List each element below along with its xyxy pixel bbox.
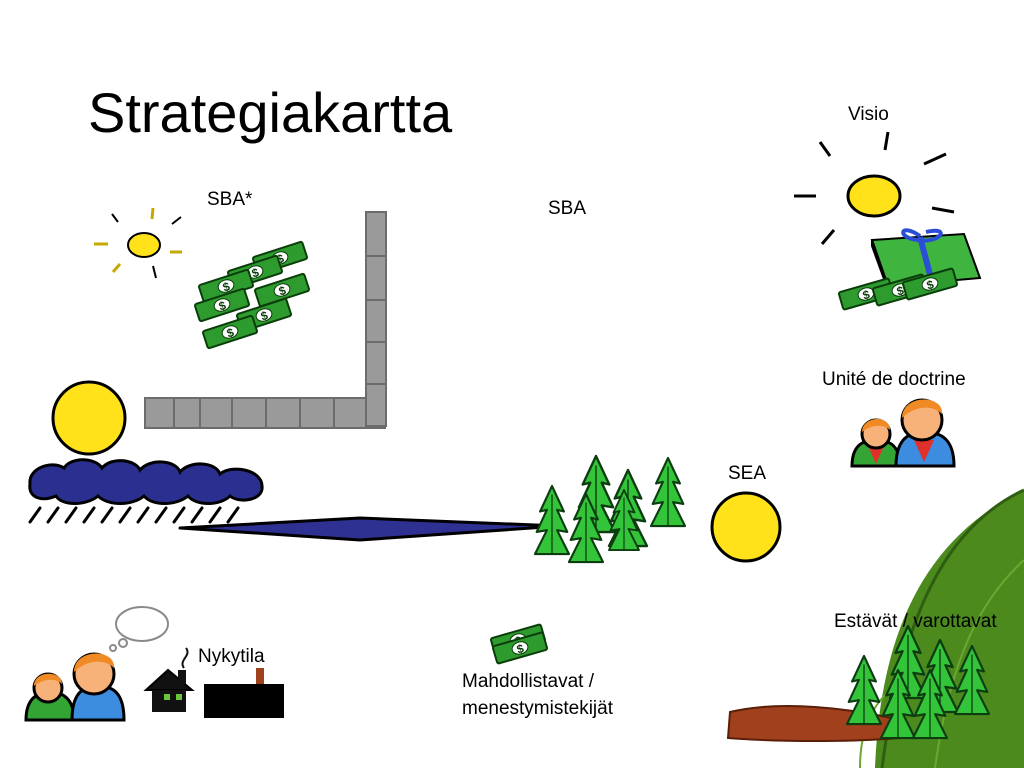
label-sea: SEA <box>728 463 767 484</box>
label-unite-de-doctrine: Unité de doctrine <box>822 369 966 390</box>
factory-icon <box>204 668 284 718</box>
money-icon <box>193 240 311 350</box>
sun-icon <box>94 207 182 279</box>
label-sba: SBA <box>548 198 587 219</box>
sun-icon <box>710 491 782 563</box>
river-icon <box>178 516 562 542</box>
label-sba-star: SBA* <box>207 189 253 210</box>
people-icon <box>850 398 956 468</box>
label-visio: Visio <box>848 104 889 125</box>
label-mahdollistavat-line2: menestymistekijät <box>462 698 613 719</box>
sun-icon <box>794 131 955 245</box>
ground-hatch <box>28 506 240 524</box>
label-nykytila: Nykytila <box>198 646 265 667</box>
label-mahdollistavat-line1: Mahdollistavat / <box>462 671 595 692</box>
thought-bubble-icon <box>109 606 169 652</box>
slide-title: Strategiakartta <box>88 81 453 144</box>
house-icon <box>143 647 195 712</box>
tree-icon <box>533 454 687 564</box>
wall-icon <box>144 211 387 429</box>
people-icon <box>24 652 126 722</box>
gift-icon <box>837 228 982 311</box>
sun-icon <box>51 380 127 456</box>
label-estavat-varottavat: Estävät / varottavat <box>834 611 997 632</box>
money-icon <box>489 623 549 665</box>
cloud-icon <box>28 458 264 505</box>
